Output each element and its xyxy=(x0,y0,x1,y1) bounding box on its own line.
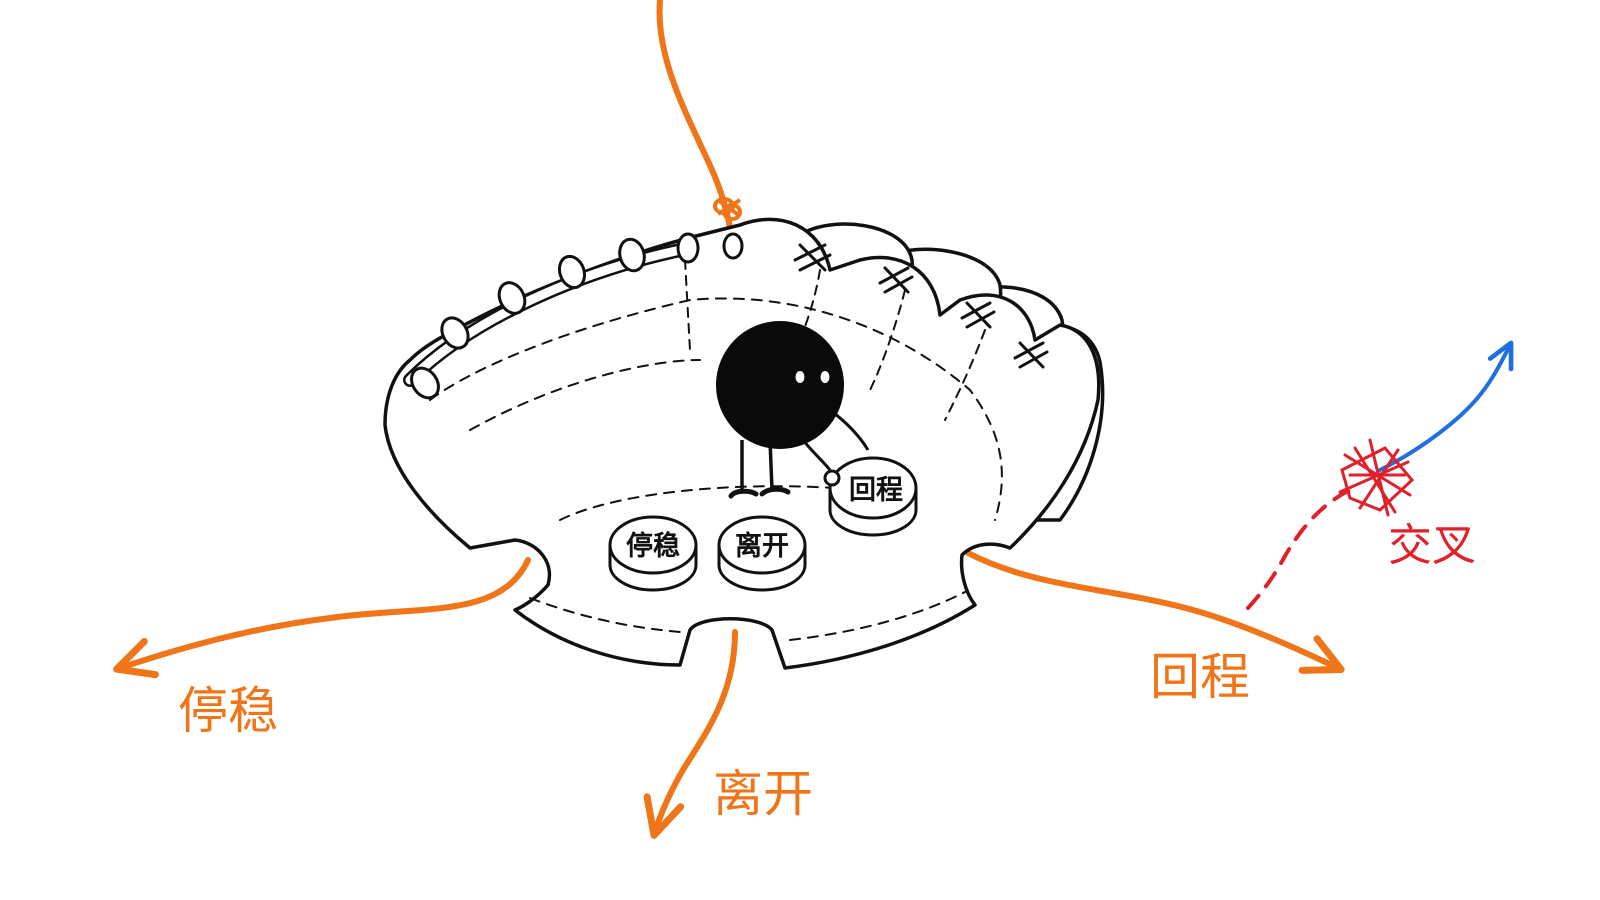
arrow-to-leave xyxy=(643,629,738,839)
dashed-approach xyxy=(1246,488,1352,610)
character-body xyxy=(716,321,844,449)
token-label-stabilize: 停稳 xyxy=(626,530,680,562)
token-stabilize: 停稳 xyxy=(608,515,698,592)
lacing-loops xyxy=(410,232,744,400)
finger-laces xyxy=(793,243,1049,369)
outcome-label-stabilize: 停稳 xyxy=(178,682,278,740)
arrow-to-return xyxy=(965,550,1345,674)
baseball-glove xyxy=(383,217,1105,670)
web-divider xyxy=(684,259,691,351)
character-leg-right xyxy=(768,439,774,491)
bottom-stitch xyxy=(529,591,966,641)
character-eye-right xyxy=(820,371,830,383)
outcome-label-leave: 离开 xyxy=(713,765,813,823)
palm-stitch-inner xyxy=(469,359,701,431)
token-return: 回程 xyxy=(823,456,918,537)
token-label-leave: 离开 xyxy=(735,530,789,562)
blue-escape-arrow xyxy=(1378,340,1514,472)
scribble-cross-icon xyxy=(1338,438,1415,517)
character-foot-right xyxy=(759,486,791,497)
lacing-tube-inner xyxy=(405,243,695,385)
outcome-arrows xyxy=(113,0,1345,839)
character-eye-left xyxy=(795,371,805,383)
arrow-to-stabilize xyxy=(113,557,531,679)
blocked-label: 交叉 xyxy=(1388,520,1476,571)
palm-stitch-outer xyxy=(429,297,1003,521)
string-knot xyxy=(713,197,742,221)
token-label-return: 回程 xyxy=(849,475,903,506)
finger-seam-1 xyxy=(794,269,821,351)
finger-seam-3 xyxy=(944,329,986,421)
character-foot-left xyxy=(728,488,759,499)
finger-seam-2 xyxy=(869,289,906,391)
token-leave: 离开 xyxy=(717,515,807,592)
character xyxy=(716,321,870,499)
crossing-path xyxy=(1246,340,1514,610)
outcome-label-return: 回程 xyxy=(1150,648,1250,706)
